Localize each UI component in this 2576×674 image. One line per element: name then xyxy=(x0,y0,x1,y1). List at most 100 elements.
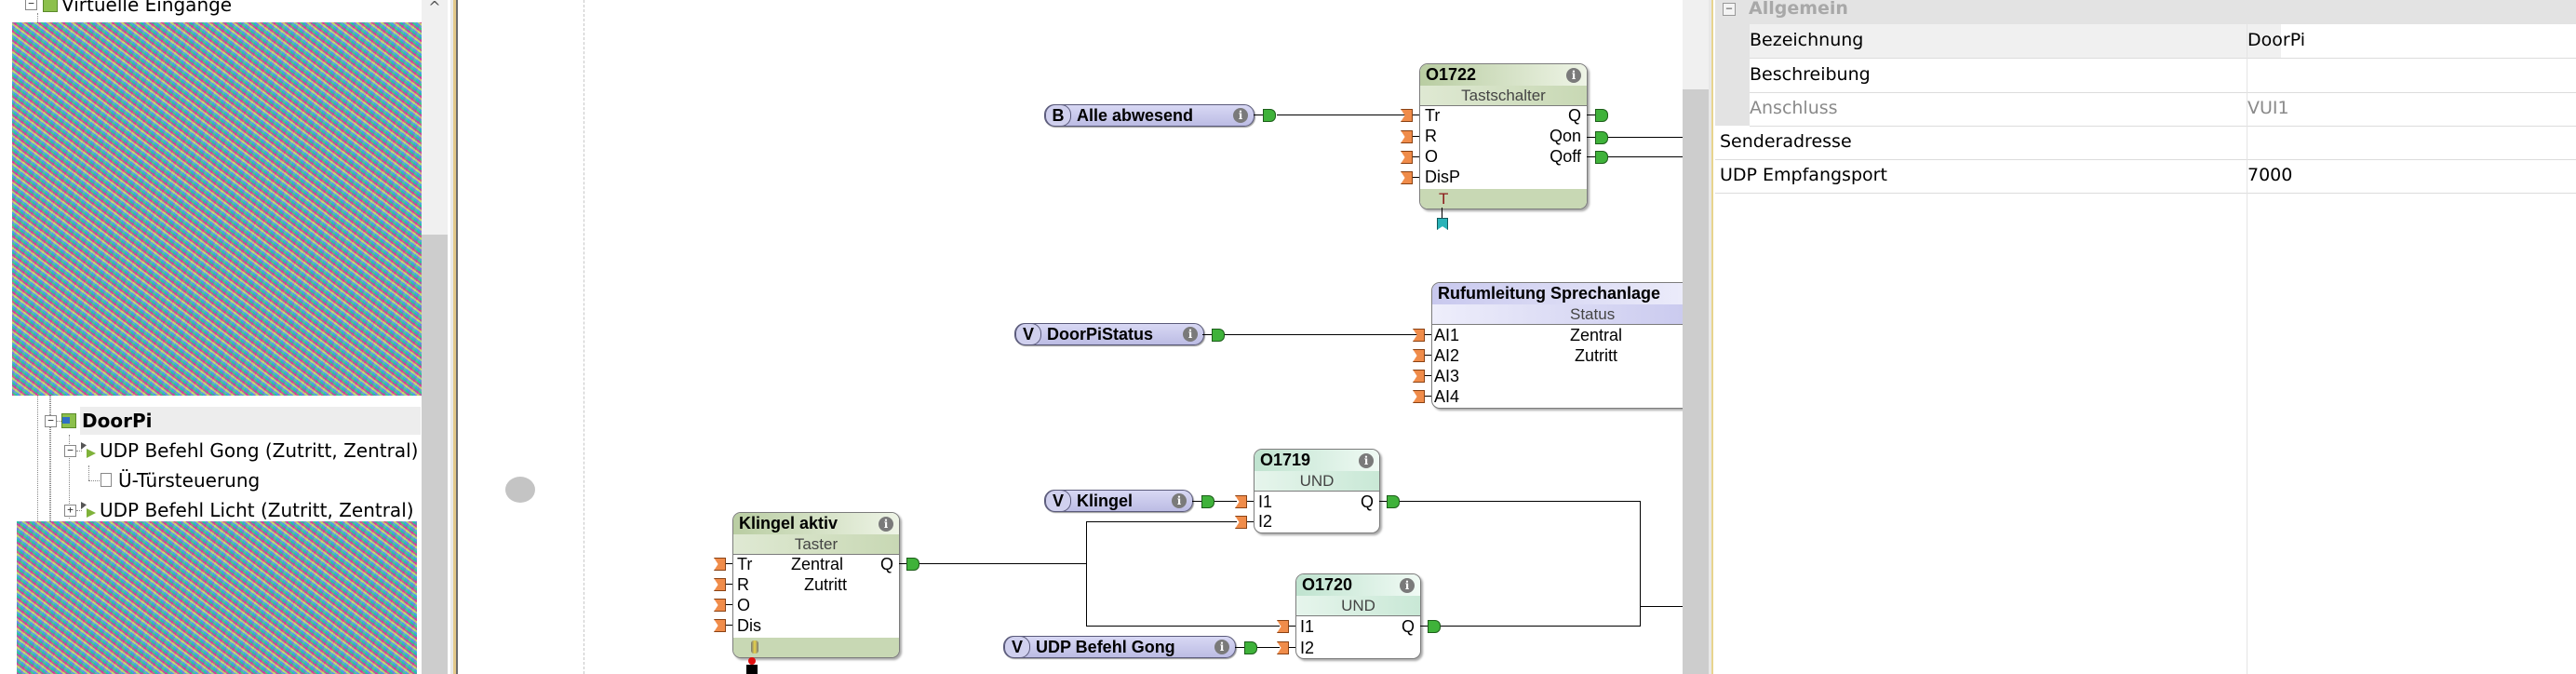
output-port[interactable] xyxy=(1595,109,1608,122)
port-stub xyxy=(1411,177,1419,178)
collapse-toggle[interactable]: − xyxy=(25,0,37,10)
input-label: I1 xyxy=(1300,617,1315,636)
block-rufumleitung-sprechanlage[interactable]: Rufumleitung Sprechanlage Status AI1 AI2… xyxy=(1431,282,1703,409)
tree-item-label: Virtuelle Eingänge xyxy=(61,0,233,16)
output-port[interactable] xyxy=(1244,641,1257,654)
tree-item-label: Ü-Türsteuerung xyxy=(118,469,261,492)
panel-splitter[interactable] xyxy=(1709,0,1715,674)
pill-type-badge: B xyxy=(1045,104,1071,127)
wire[interactable] xyxy=(1086,626,1280,627)
input-label: I2 xyxy=(1258,512,1273,531)
tree-guide-line xyxy=(88,465,89,480)
folder-icon xyxy=(43,0,58,12)
canvas-scrollbar-thumb[interactable] xyxy=(1683,89,1709,674)
property-name: Senderadresse xyxy=(1720,131,1852,152)
block-o1720-und[interactable]: O1720 i UND I1 I2 Q xyxy=(1295,573,1421,659)
tree-item-ue-tuersteuerung[interactable]: Ü-Türsteuerung xyxy=(0,466,419,494)
virtual-input-icon xyxy=(61,413,76,428)
output-port[interactable] xyxy=(1595,131,1608,144)
info-icon[interactable]: i xyxy=(1172,493,1187,508)
tree-item-label: UDP Befehl Gong (Zutritt, Zentral) xyxy=(100,439,419,462)
block-o1719-und[interactable]: O1719 i UND I1 I2 Q xyxy=(1254,449,1380,533)
property-value: VUI1 xyxy=(2247,98,2289,118)
storage-cylinder-icon xyxy=(751,640,758,654)
property-row-anschluss[interactable]: Anschluss VUI1 xyxy=(1750,92,2576,127)
error-indicator-icon xyxy=(748,657,756,665)
scroll-up-arrow-icon[interactable]: ^ xyxy=(428,0,441,16)
property-value[interactable]: 7000 xyxy=(2247,165,2293,185)
tree-item-udp-befehl-gong[interactable]: − UDP Befehl Gong (Zutritt, Zentral) xyxy=(0,437,419,465)
output-port[interactable] xyxy=(1201,495,1214,508)
wire[interactable] xyxy=(910,563,1086,564)
property-row-udp-empfangsport[interactable]: UDP Empfangsport 7000 xyxy=(1715,159,2576,194)
output-port[interactable] xyxy=(1263,109,1276,122)
project-tree[interactable]: − Virtuelle Eingänge − DoorPi − UDP Befe… xyxy=(0,0,452,674)
property-row-bezeichnung[interactable]: Bezeichnung DoorPi xyxy=(1750,24,2576,59)
info-icon[interactable]: i xyxy=(1566,68,1581,83)
port-stub xyxy=(1202,334,1212,335)
wire[interactable] xyxy=(1431,626,1640,627)
output-port[interactable] xyxy=(906,558,919,571)
tree-item-virtuelle-eingaenge[interactable]: − Virtuelle Eingänge xyxy=(0,0,419,19)
wire[interactable] xyxy=(1640,606,1683,607)
block-o1722-tastschalter[interactable]: O1722 i Tastschalter Tr R O DisP Q Qon Q… xyxy=(1419,63,1588,209)
property-value[interactable]: DoorPi xyxy=(2247,30,2306,50)
port-stub xyxy=(1587,137,1595,138)
wire[interactable] xyxy=(1599,156,1683,157)
wire[interactable] xyxy=(1225,334,1418,335)
collapse-toggle[interactable]: − xyxy=(64,445,76,457)
output-port[interactable] xyxy=(1387,495,1400,508)
port-stub xyxy=(1420,626,1428,627)
input-label: Dis xyxy=(737,616,761,635)
block-klingel-aktiv-taster[interactable]: Klingel aktiv i Taster Tr R O Dis Zentra… xyxy=(732,512,900,658)
wire[interactable] xyxy=(1256,647,1280,648)
collapse-toggle[interactable]: − xyxy=(45,415,57,427)
property-row-senderadresse[interactable]: Senderadresse xyxy=(1715,126,2576,160)
wire[interactable] xyxy=(1214,501,1237,502)
output-port[interactable] xyxy=(1595,151,1608,164)
tree-scrollbar-thumb[interactable] xyxy=(422,235,448,674)
udp-command-icon xyxy=(81,442,98,459)
wire[interactable] xyxy=(1086,521,1087,626)
canvas-drag-handle[interactable] xyxy=(505,477,535,503)
wire[interactable] xyxy=(1599,137,1683,138)
wire[interactable] xyxy=(1086,521,1237,522)
output-port[interactable] xyxy=(1428,620,1441,633)
block-title: Klingel aktiv xyxy=(733,513,899,534)
port-stub xyxy=(1423,396,1431,397)
expand-toggle[interactable]: + xyxy=(64,505,76,517)
info-icon[interactable]: i xyxy=(1400,578,1415,593)
input-label: AI3 xyxy=(1434,367,1460,385)
pill-type-badge: V xyxy=(1015,323,1041,345)
value-cell-bg xyxy=(2281,24,2576,58)
info-icon[interactable]: i xyxy=(1233,108,1248,123)
wire[interactable] xyxy=(1640,501,1641,627)
port-stub xyxy=(1379,501,1387,502)
property-name: UDP Empfangsport xyxy=(1720,165,1887,185)
info-icon[interactable]: i xyxy=(879,517,893,532)
block-footer xyxy=(733,638,899,657)
input-pill-klingel[interactable]: V Klingel i xyxy=(1044,490,1193,512)
property-group-allgemein[interactable]: − Allgemein xyxy=(1715,0,2576,24)
info-icon[interactable]: i xyxy=(1359,453,1374,468)
collapse-toggle[interactable]: − xyxy=(1723,3,1736,16)
input-pill-alle-abwesend[interactable]: B Alle abwesend i xyxy=(1044,104,1254,127)
info-icon[interactable]: i xyxy=(1183,327,1198,342)
block-title: O1722 xyxy=(1420,64,1587,86)
output-port[interactable] xyxy=(1212,329,1225,342)
property-grid[interactable]: − Allgemein Bezeichnung DoorPi Beschreib… xyxy=(1715,0,2576,674)
input-pill-doorpistatus[interactable]: V DoorPiStatus i xyxy=(1014,323,1204,345)
wire[interactable] xyxy=(1390,501,1640,502)
group-indent xyxy=(1715,24,1750,126)
tree-item-doorpi[interactable]: − DoorPi xyxy=(0,407,419,435)
tree-item-udp-befehl-licht[interactable]: + UDP Befehl Licht (Zutritt, Zentral) xyxy=(0,496,419,524)
property-row-beschreibung[interactable]: Beschreibung xyxy=(1750,59,2576,93)
input-pill-udp-befehl-gong[interactable]: V UDP Befehl Gong i xyxy=(1003,636,1236,658)
port-stub xyxy=(1423,334,1431,335)
panel-splitter[interactable] xyxy=(450,0,460,674)
redacted-region xyxy=(17,521,417,674)
input-label: Tr xyxy=(1425,106,1441,125)
tree-item-label: UDP Befehl Licht (Zutritt, Zentral) xyxy=(100,499,414,521)
port-stub xyxy=(1245,501,1254,502)
info-icon[interactable]: i xyxy=(1214,640,1229,654)
